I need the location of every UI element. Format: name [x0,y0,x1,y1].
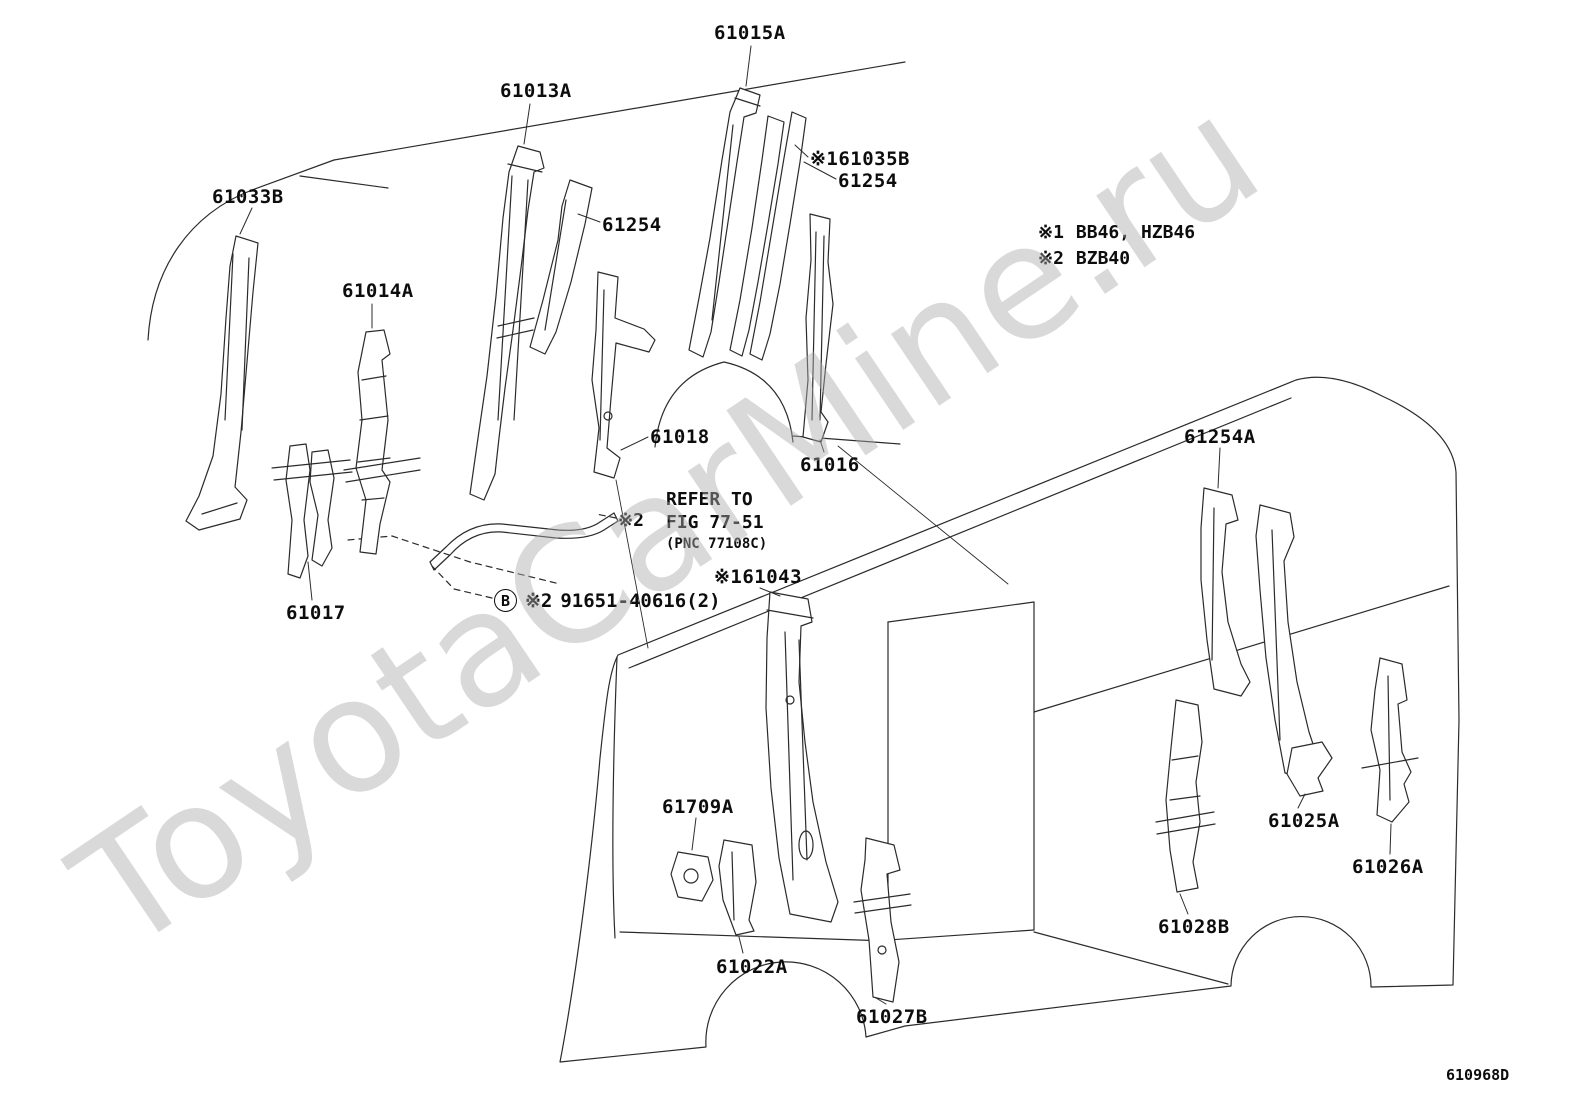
part-label-61022A: 61022A [716,956,788,978]
part-label-61025A: 61025A [1268,810,1340,832]
refer-note-line2: FIG 77-51 [666,512,764,534]
construction-lines [347,513,617,599]
part-label-61028B: 61028B [1158,916,1230,938]
pillar-61254a-pair-drawing [1255,504,1320,781]
pillar-61033b-drawing [185,235,259,531]
part-label-61015A: 61015A [714,22,786,44]
pillar-61035b-drawing [729,111,807,361]
part-label-61254A: 61254A [1184,426,1256,448]
pillar-61016-drawing [802,213,834,443]
guide-lines [615,445,1009,649]
pillar-61028b-drawing [1155,699,1216,893]
model-legend: ※1 BB46, HZB46 ※2 BZB40 [1038,220,1195,272]
part-label-61254-upper: 61254 [838,170,898,192]
refer-note-line1: REFER TO [666,489,753,510]
legend-row-2: ※2 BZB40 [1038,246,1195,272]
fastener-prefix: ※2 [525,589,553,612]
part-label-61035B: ※161035B [810,148,910,170]
refer-note-line3: (PNC 77108C) [666,535,768,552]
pillar-61043-drawing [765,591,839,923]
fastener-part-number: 91651-40616(2) [560,589,721,612]
part-label-61018: 61018 [650,426,710,448]
pillar-61018-drawing [591,271,656,479]
part-label-61033B: 61033B [212,186,284,208]
part-label-61027B: 61027B [856,1006,928,1028]
legend-text-1: BB46, HZB46 [1075,222,1196,243]
leader-lines [239,45,1392,1005]
fastener-callout: B ※2 91651-40616(2) [494,589,721,612]
pillar-61254a-drawing [1200,487,1251,697]
pillar-61026a-drawing [1361,657,1419,823]
part-label-61016: 61016 [800,454,860,476]
pillar-61022a-drawing [718,839,757,936]
clip-61709a-drawing [670,851,714,902]
part-label-61043: ※161043 [714,566,803,588]
legend-symbol-2: ※2 [1038,248,1064,270]
van-body-outline [559,376,1460,1063]
part-label-61017: 61017 [286,602,346,624]
cross-member-drawing [429,512,619,571]
part-label-61013A: 61013A [500,80,572,102]
pillar-61014a-drawing [343,329,421,555]
bracket-61025a-drawing [1286,741,1333,797]
pillar-61027b-drawing [853,837,912,1003]
roof-sketch [147,61,906,448]
part-label-61254-mid: 61254 [602,214,662,236]
circled-b-marker: B [494,589,517,612]
drawing-number: 610968D [1446,1066,1510,1084]
pillar-61254-upper-drawing [529,179,593,355]
pillar-61015a-drawing [688,87,761,358]
legend-row-1: ※1 BB46, HZB46 [1038,220,1195,246]
refer-note-marker: ※2 [618,510,644,531]
part-label-61014A: 61014A [342,280,414,302]
pillar-61017-drawing [271,443,353,579]
legend-symbol-1: ※1 [1038,222,1064,243]
pillar-61013a-drawing [469,145,545,501]
part-label-61026A: 61026A [1352,856,1424,878]
part-label-61709A: 61709A [662,796,734,818]
legend-text-2: BZB40 [1075,248,1131,270]
refer-note: REFER TO FIG 77-51 (PNC 77108C) [666,488,767,553]
